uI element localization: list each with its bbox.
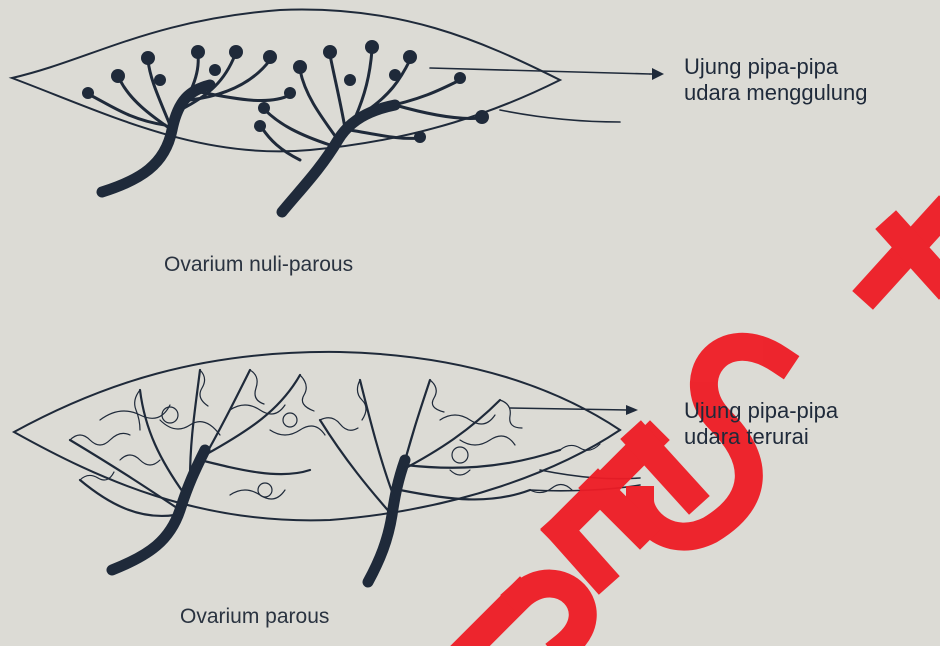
annotation-bottom: Ujung pipa-pipa udara terurai [684, 398, 838, 450]
caption-top: Ovarium nuli-parous [164, 253, 353, 277]
arrowhead-top [652, 68, 664, 80]
annotation-bottom-line1: Ujung pipa-pipa [684, 398, 838, 424]
annotation-bottom-line2: udara terurai [684, 424, 838, 450]
arrowhead-bottom [626, 405, 638, 415]
annotation-top: Ujung pipa-pipa udara menggulung [684, 54, 867, 106]
pointer-line-bottom [510, 408, 628, 410]
ovary-parous-drawing [14, 352, 640, 582]
ovary-outline [14, 352, 620, 520]
caption-bottom: Ovarium parous [180, 605, 329, 629]
annotation-top-line1: Ujung pipa-pipa [684, 54, 867, 80]
ovary-nulliparous-drawing [12, 10, 664, 212]
annotation-top-line2: udara menggulung [684, 80, 867, 106]
ovary-outline [12, 10, 560, 152]
